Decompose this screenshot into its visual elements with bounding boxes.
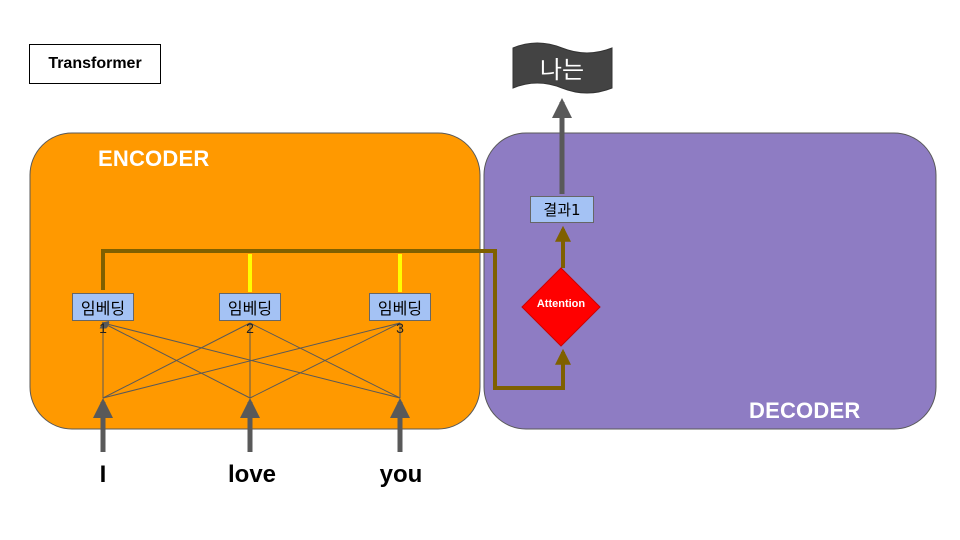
embedding-index-1: 1 — [99, 320, 107, 336]
encoder-label: ENCODER — [98, 146, 210, 171]
embedding-index-2: 2 — [246, 320, 254, 336]
encoder-panel — [29, 132, 481, 430]
decoder-panel — [483, 132, 937, 430]
yellow-connectors — [248, 254, 402, 292]
input-cross-connections — [99, 320, 401, 399]
encoder-to-attention-connector — [101, 249, 571, 390]
embedding-box-2: 임베딩 — [219, 293, 281, 321]
attention-diamond — [521, 267, 601, 347]
decoder-label: DECODER — [749, 398, 861, 423]
embedding-box-1: 임베딩 — [72, 293, 134, 321]
output-token: 나는 — [539, 56, 585, 84]
input-word-2: love — [227, 461, 277, 488]
input-word-3: you — [379, 461, 423, 488]
attention-label: Attention — [536, 298, 586, 310]
embedding-index-3: 3 — [396, 320, 404, 336]
input-word-1: I — [99, 461, 107, 488]
output-flag-shape — [512, 42, 613, 94]
result-box: 결과1 — [530, 196, 594, 223]
input-arrows — [93, 398, 410, 452]
diagram-title: Transformer — [29, 44, 161, 84]
embedding-box-3: 임베딩 — [369, 293, 431, 321]
